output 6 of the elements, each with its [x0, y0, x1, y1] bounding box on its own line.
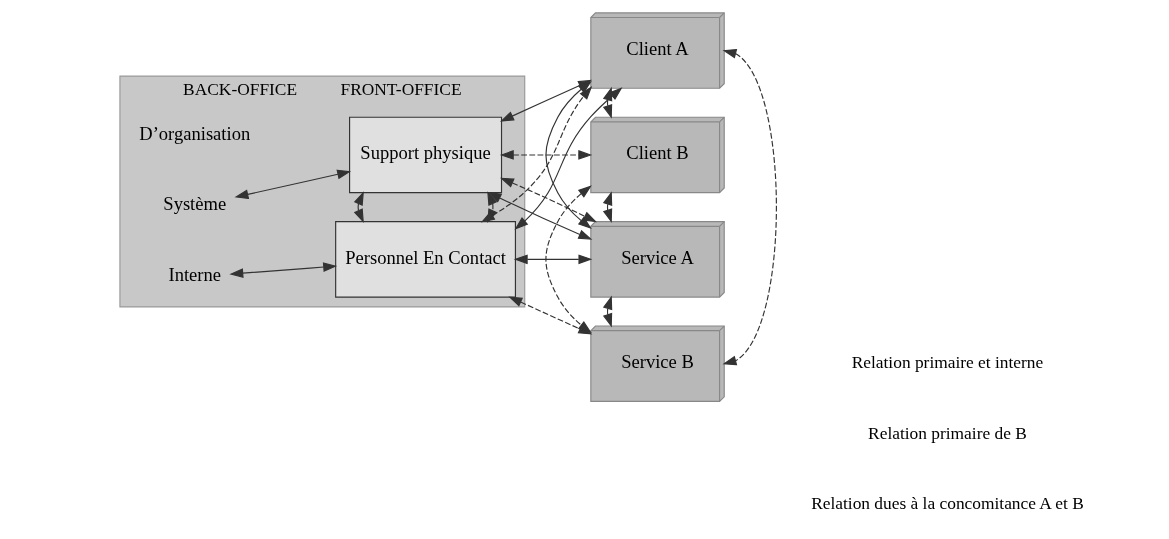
label: D’organisation — [138, 122, 250, 144]
legend-label: Relation primaire et interne — [851, 352, 1043, 372]
node-text: Interne — [167, 264, 221, 286]
node-text: Système — [162, 193, 226, 215]
legend-label: Relation dues à la concomitance A et B — [810, 494, 1084, 514]
legend-label: Relation primaire de B — [867, 423, 1027, 443]
